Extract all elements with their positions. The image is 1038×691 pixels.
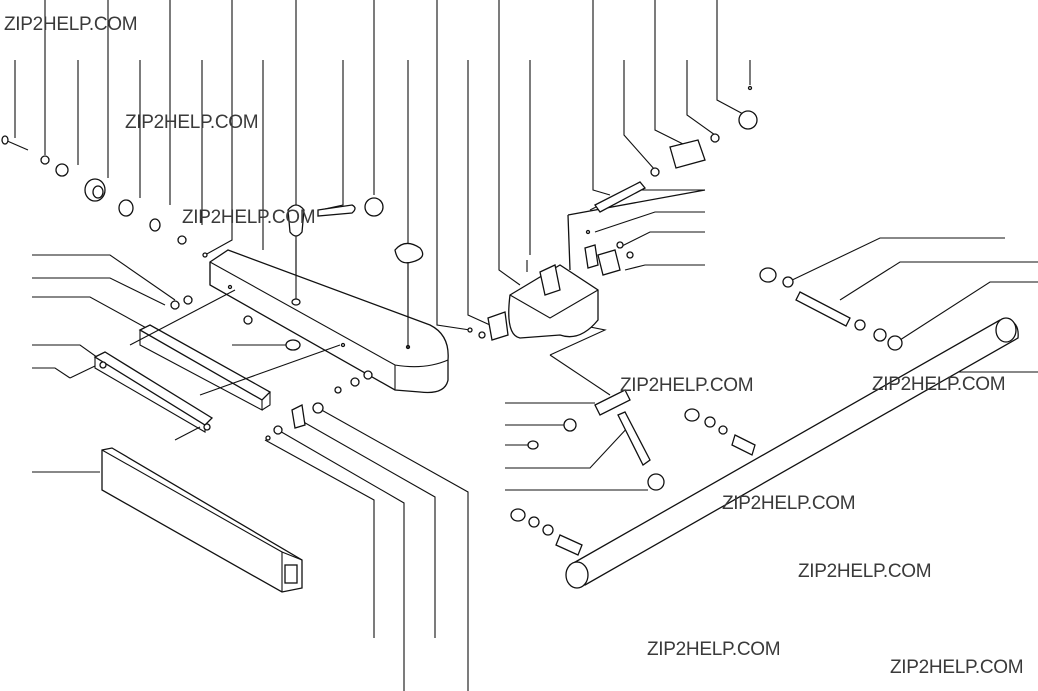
callout-leaders-right: [589, 189, 1038, 373]
middle-pins: [527, 389, 665, 491]
watermark: ZIP2HELP.COM: [872, 374, 1006, 395]
clamp-assembly: [467, 189, 706, 341]
watermark: ZIP2HELP.COM: [722, 493, 856, 514]
top-right-parts: [594, 85, 758, 213]
callout-leaders-top: [14, 0, 751, 350]
watermark: ZIP2HELP.COM: [620, 375, 754, 396]
extrusion-bar: [101, 447, 303, 593]
callout-leaders-middle: [505, 319, 648, 491]
bolt-washer-chain: [1, 135, 208, 258]
watermark: ZIP2HELP.COM: [125, 112, 259, 133]
base-small-parts: [170, 295, 373, 441]
watermark: ZIP2HELP.COM: [890, 657, 1024, 678]
watermark: ZIP2HELP.COM: [647, 639, 781, 660]
rail-parts: [69, 289, 341, 441]
watermark: ZIP2HELP.COM: [798, 561, 932, 582]
right-hardware: [510, 267, 903, 556]
knob-and-ball: [287, 197, 424, 348]
watermark: ZIP2HELP.COM: [182, 207, 316, 228]
long-tube: [565, 317, 1019, 589]
callout-leaders-bottom: [264, 407, 469, 691]
watermark: ZIP2HELP.COM: [4, 14, 138, 35]
base-arm: [209, 249, 449, 394]
callout-leaders-left: [32, 254, 176, 473]
